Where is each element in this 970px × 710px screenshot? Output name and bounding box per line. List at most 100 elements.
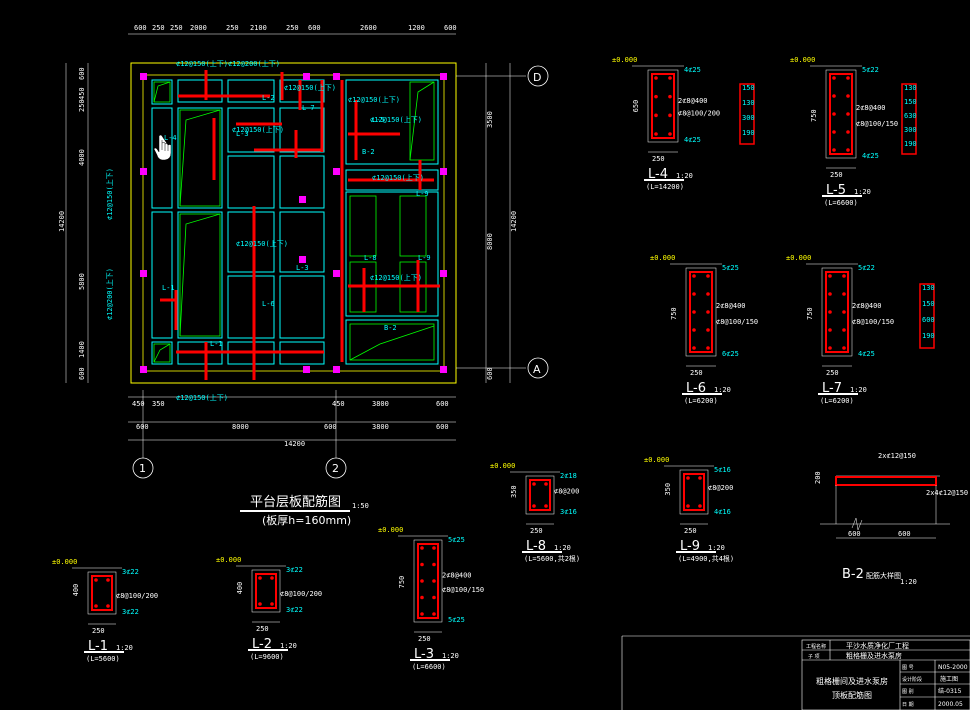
section-L-4: ±0.0004⊄252⊄8@400⊄8@100/2004⊄25650250L-4…	[612, 56, 755, 191]
section-stirrup: ⊄8@100/200	[678, 110, 720, 118]
rebar-dot	[94, 604, 98, 608]
section-top-bar: 5⊄25	[722, 264, 739, 272]
section-width: 250	[830, 171, 843, 179]
rebar-dot	[698, 476, 702, 480]
section-outline	[255, 573, 277, 609]
dim-left-total: 14200	[58, 211, 66, 232]
rebar-dot	[698, 504, 702, 508]
section-detail-1: 150	[904, 98, 917, 106]
rebar-labels: ⊄12@150(上下) ⊄12@200(上下) ⊄12@150(上下) ⊄12@150…	[105, 59, 424, 402]
dim-top-5: 2100	[250, 24, 267, 32]
rebar-dot	[686, 476, 690, 480]
section-name: L-7	[822, 381, 842, 396]
rebar-label-10: ⊄12@200(上下)	[105, 268, 114, 320]
section-length: (L=4900,共4根)	[678, 554, 734, 563]
rebar-dot	[706, 310, 710, 314]
section-scale: 1:20	[676, 172, 693, 180]
rebar-dot	[832, 94, 836, 98]
section-scale: 1:20	[854, 188, 871, 196]
rebar-dot	[842, 292, 846, 296]
section-name: L-2	[252, 637, 272, 652]
rebar-dot	[692, 346, 696, 350]
dim-top-0: 600	[134, 24, 147, 32]
section-top-bar: 5⊄22	[862, 66, 879, 74]
dim-left-3: 4000	[78, 149, 86, 166]
dim-bottom1-4: 600	[436, 400, 449, 408]
rebar-dot	[686, 504, 690, 508]
rebar-dot	[692, 274, 696, 278]
rebar-dot	[692, 310, 696, 314]
section-scale: 1:20	[714, 386, 731, 394]
axis-label-a: A	[533, 363, 541, 376]
dim-left-0: 600	[78, 67, 86, 80]
section-width: 250	[652, 155, 665, 163]
rebar-dot	[420, 612, 424, 616]
dim-bottom2-3: 3800	[372, 423, 389, 431]
section-L-6: ±0.0005⊄252⊄8@400⊄8@100/1506⊄25750250L-6…	[650, 254, 758, 405]
beam-lines	[160, 70, 440, 380]
rebar-dot	[94, 578, 98, 582]
section-bottom-bar: 3⊄22	[122, 608, 139, 616]
rebar-dot	[828, 346, 832, 350]
section-stirrup: ⊄8@100/200	[116, 592, 158, 600]
dim-right-0: 3500	[486, 111, 494, 128]
dim-top-1: 250	[152, 24, 165, 32]
section-top-bar: 5⊄16	[714, 466, 731, 474]
section-bottom-bar: 4⊄16	[714, 508, 731, 516]
section-detail-3: 190	[742, 129, 755, 137]
section-concrete	[87, 571, 117, 615]
tb-drawing: 粗格栅间及进水泵房	[816, 676, 888, 686]
section-mid-bar: 2⊄8@400	[442, 571, 472, 579]
section-mid-bar: 2⊄8@400	[852, 302, 882, 310]
section-height: 750	[806, 307, 814, 320]
section-stirrup: ⊄8@100/150	[716, 318, 758, 326]
section-L-7: ±0.0005⊄222⊄8@400⊄8@100/1504⊄25750250L-7…	[786, 254, 935, 405]
tb-item: 粗格栅及进水泵房	[846, 651, 902, 660]
plan-title: 平台层板配筋图	[250, 494, 341, 510]
rebar-dot	[420, 546, 424, 550]
section-height: 750	[810, 109, 818, 122]
section-name: L-6	[686, 381, 706, 396]
rebar-dot	[432, 595, 436, 600]
rebar-dot	[692, 328, 696, 332]
rebar-dot	[654, 94, 658, 99]
section-concrete	[413, 539, 443, 623]
tb-drawing2: 顶板配筋图	[832, 690, 872, 700]
section-detail-0: 130	[922, 284, 935, 292]
beam-label-8: L-8	[364, 254, 377, 262]
section-top-bar: 5⊄22	[858, 264, 875, 272]
plan-scale: 1:50	[352, 502, 369, 510]
rebar-dot	[668, 113, 672, 118]
beam-label-9: L-9	[418, 254, 431, 262]
rebar-dot	[842, 328, 846, 332]
section-height: 350	[510, 485, 518, 498]
rebar-dot	[842, 310, 846, 314]
dimension-lines	[65, 33, 511, 441]
rebar-dot	[828, 310, 832, 314]
section-outline	[651, 73, 675, 139]
rebar-dot	[832, 148, 836, 152]
dim-right-total: 14200	[510, 211, 518, 232]
dim-bottom1-3: 3800	[372, 400, 389, 408]
columns	[140, 73, 447, 373]
rebar-dot	[692, 292, 696, 296]
axis-label-1: 1	[139, 462, 146, 475]
section-mid-bar: ⊄8@200	[554, 488, 579, 496]
rebar-dot	[832, 112, 836, 116]
hand-cursor-icon	[153, 134, 172, 161]
section-top-bar: 4⊄25	[684, 66, 701, 74]
section-width: 250	[690, 369, 703, 377]
section-height: 750	[398, 576, 406, 589]
rebar-label-9: ⊄12@150(上下)	[105, 168, 114, 220]
dim-bottom-total: 14200	[284, 440, 305, 448]
section-name: L-9	[680, 539, 700, 554]
rebar-label-2: ⊄12@150(上下)	[284, 83, 336, 92]
section-concrete	[685, 267, 717, 357]
rebar-label-3: ⊄12@150(上下)	[348, 95, 400, 104]
section-outline	[91, 575, 113, 611]
section-name: L-8	[526, 539, 546, 554]
rebar-dot	[828, 328, 832, 332]
